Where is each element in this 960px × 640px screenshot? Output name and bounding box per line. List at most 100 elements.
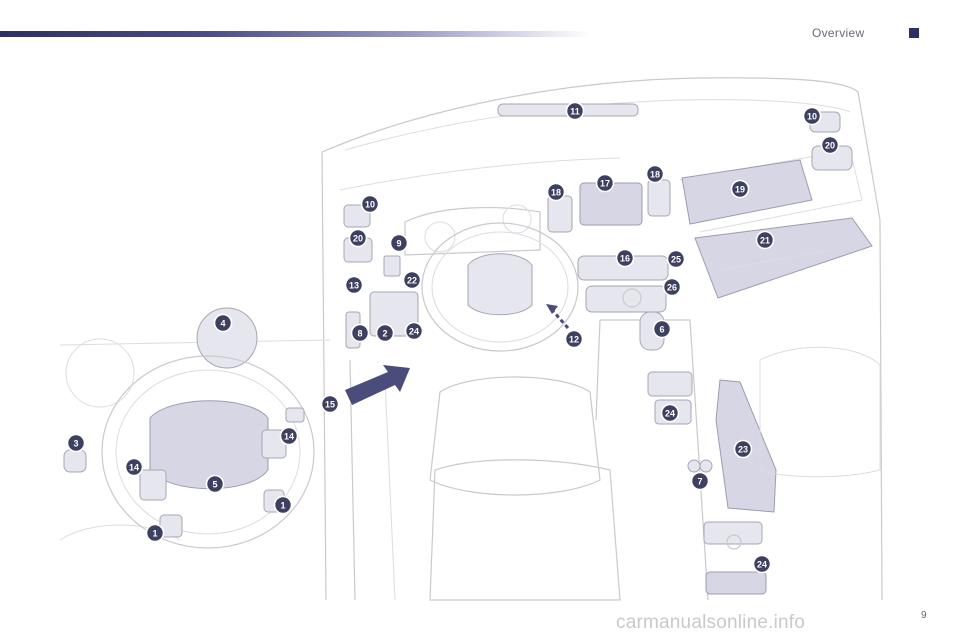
callout-13: 13: [344, 275, 364, 295]
callout-16: 16: [615, 248, 635, 268]
callout-label: 18: [650, 170, 660, 180]
callout-2: 2: [375, 323, 395, 343]
callout-circle: [205, 474, 225, 494]
callout-label: 25: [671, 255, 681, 265]
callout-8: 8: [350, 323, 370, 343]
callout-22: 22: [402, 270, 422, 290]
callout-label: 26: [667, 283, 677, 293]
callout-11: 11: [565, 101, 585, 121]
callout-circle: [389, 233, 409, 253]
callout-circle: [360, 194, 380, 214]
callout-label: 1: [280, 501, 285, 511]
callout-1: 1: [145, 523, 165, 543]
callout-4: 4: [213, 313, 233, 333]
callout-circle: [802, 106, 822, 126]
callout-10: 10: [360, 194, 380, 214]
callout-circle: [564, 329, 584, 349]
callout-label: 19: [735, 185, 745, 195]
callout-circle: [820, 135, 840, 155]
callout-circle: [690, 471, 710, 491]
callout-circle: [595, 173, 615, 193]
callout-label: 11: [570, 107, 580, 117]
callout-circle: [662, 277, 682, 297]
callout-circle: [546, 182, 566, 202]
callout-10: 10: [802, 106, 822, 126]
callout-12: 12: [564, 329, 584, 349]
callout-label: 13: [349, 281, 359, 291]
callout-label: 23: [738, 445, 748, 455]
callout-1: 1: [273, 495, 293, 515]
callout-17: 17: [595, 173, 615, 193]
callout-23: 23: [733, 439, 753, 459]
zoom-arrow: [345, 365, 410, 405]
callout-label: 16: [620, 254, 630, 264]
cockpit-outline: [321, 77, 883, 601]
callout-label: 9: [396, 239, 401, 249]
callout-circle: [730, 179, 750, 199]
callout-label: 10: [807, 112, 817, 122]
callout-label: 12: [569, 335, 579, 345]
callout-24: 24: [660, 403, 680, 423]
callout-circle: [660, 403, 680, 423]
callout-label: 17: [600, 179, 610, 189]
callout-21: 21: [755, 230, 775, 250]
callout-19: 19: [730, 179, 750, 199]
callout-label: 14: [129, 463, 139, 473]
callout-label: 7: [697, 477, 702, 487]
callout-6: 6: [652, 319, 672, 339]
callout-label: 8: [357, 329, 362, 339]
steering-wheel-main: [345, 222, 579, 352]
callout-circle: [320, 394, 340, 414]
callout-label: 10: [365, 200, 375, 210]
callout-26: 26: [662, 277, 682, 297]
callout-circle: [565, 101, 585, 121]
callout-circle: [66, 433, 86, 453]
page-number: 9: [921, 610, 927, 621]
callout-label: 15: [325, 400, 335, 410]
callout-circle: [273, 495, 293, 515]
callout-25: 25: [666, 249, 686, 269]
callout-label: 1: [152, 529, 157, 539]
dashed-arrow-head: [546, 304, 558, 314]
callout-20: 20: [348, 228, 368, 248]
callout-circle: [145, 523, 165, 543]
driver-airbag-pad: [149, 400, 269, 490]
callout-14: 14: [124, 457, 144, 477]
callout-circle: [124, 457, 144, 477]
callout-label: 2: [382, 329, 387, 339]
callout-20: 20: [820, 135, 840, 155]
callout-circle: [733, 439, 753, 459]
callout-circle: [652, 319, 672, 339]
header-square: [909, 28, 919, 38]
callout-18: 18: [645, 164, 665, 184]
callout-label: 3: [73, 439, 78, 449]
callout-24: 24: [404, 321, 424, 341]
callout-label: 21: [760, 236, 770, 246]
callout-label: 20: [825, 141, 835, 151]
callout-circle: [755, 230, 775, 250]
seats: [429, 346, 881, 601]
callout-label: 5: [212, 480, 217, 490]
callout-3: 3: [66, 433, 86, 453]
callout-label: 24: [757, 560, 767, 570]
callout-label: 24: [409, 327, 419, 337]
watermark: carmanualsonline.info: [616, 612, 806, 633]
callout-label: 4: [220, 319, 225, 329]
callout-15: 15: [320, 394, 340, 414]
callout-label: 6: [659, 325, 664, 335]
callout-18: 18: [546, 182, 566, 202]
callout-9: 9: [389, 233, 409, 253]
callout-24: 24: [752, 554, 772, 574]
callout-circle: [279, 426, 299, 446]
callout-circle: [752, 554, 772, 574]
instrument-cluster: [404, 204, 541, 256]
callout-7: 7: [690, 471, 710, 491]
callout-14: 14: [279, 426, 299, 446]
callout-label: 14: [284, 432, 294, 442]
callout-label: 20: [353, 234, 363, 244]
callout-label: 18: [551, 188, 561, 198]
callout-circle: [213, 313, 233, 333]
callout-circle: [344, 275, 364, 295]
